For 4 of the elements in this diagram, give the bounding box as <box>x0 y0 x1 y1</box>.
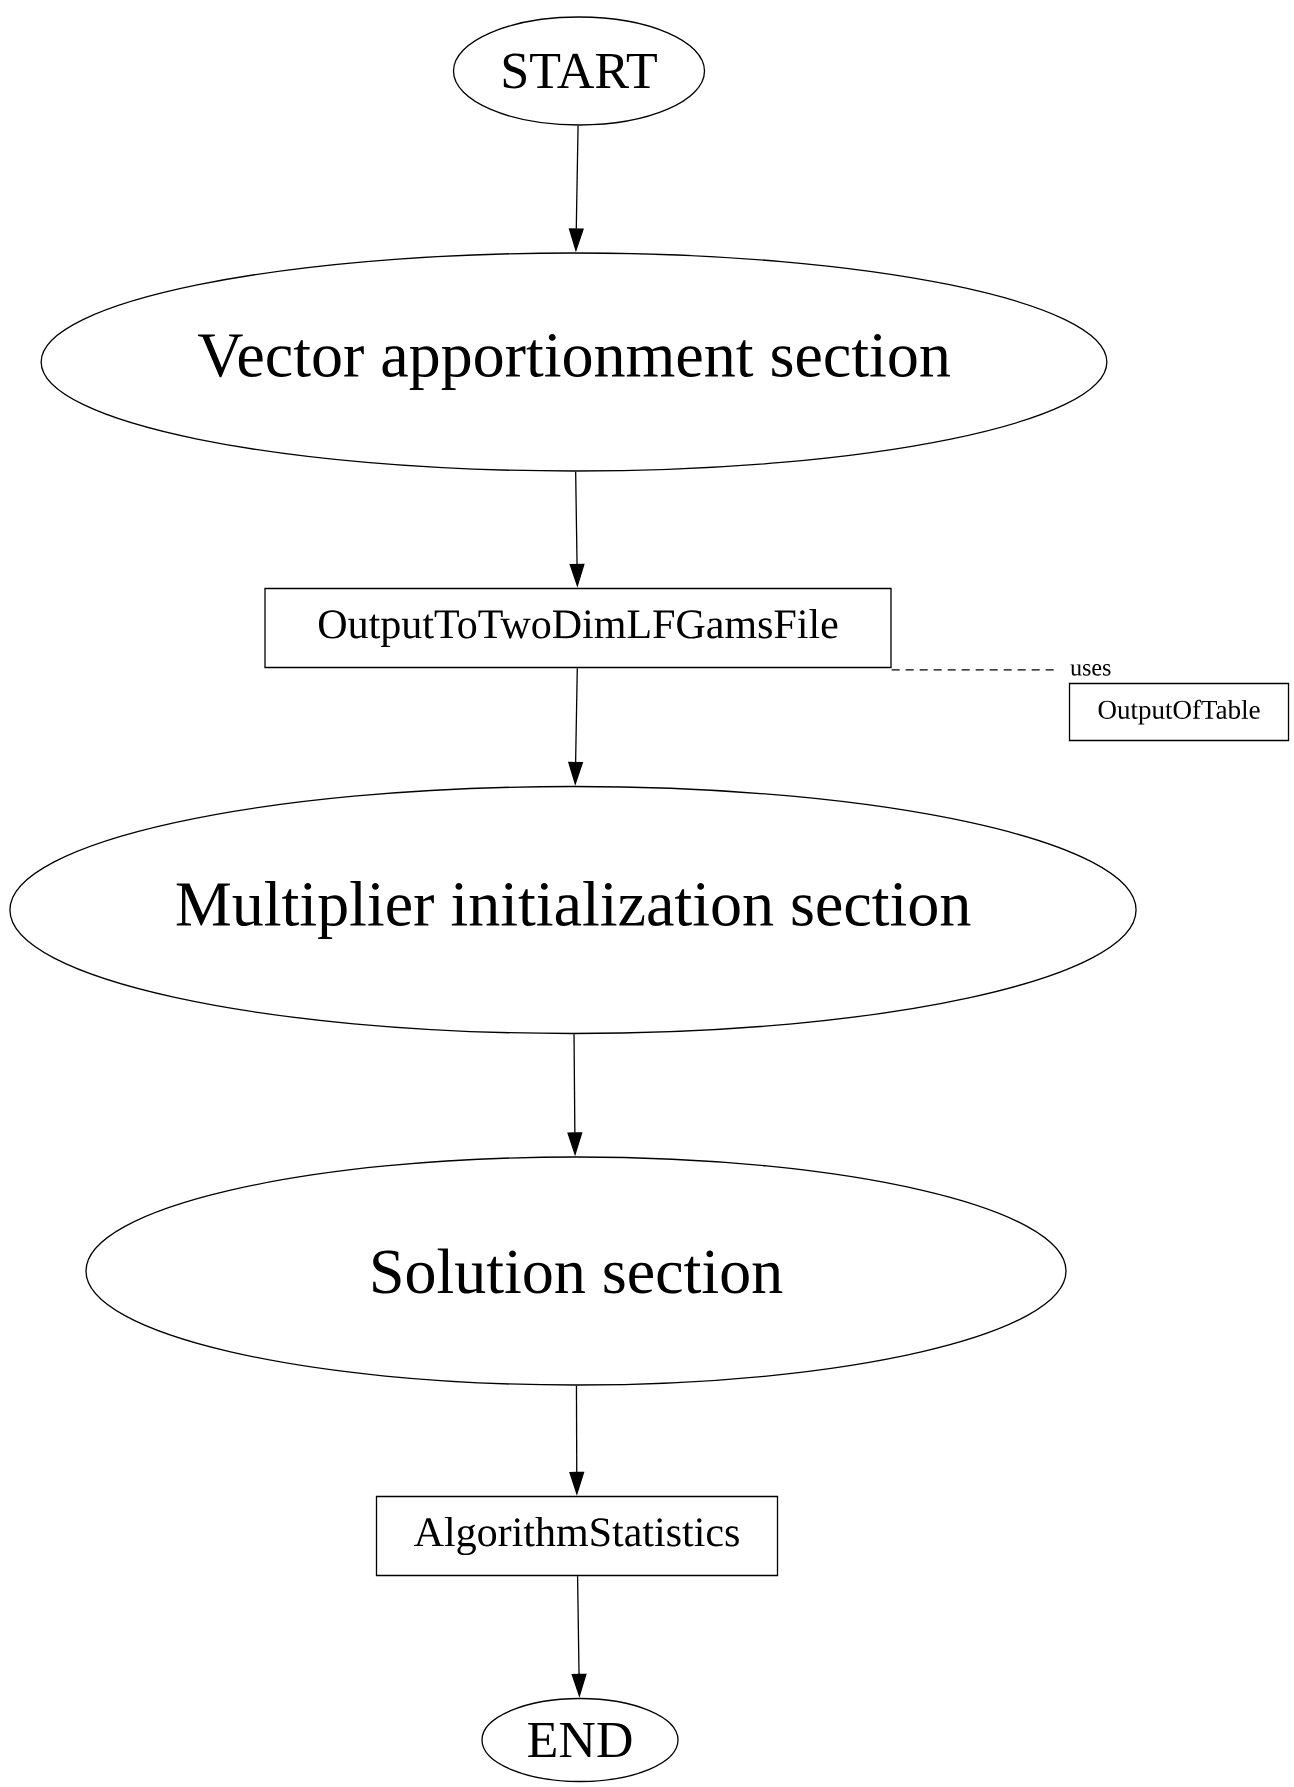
function-box: OutputToTwoDimLFGamsFile <box>264 587 892 669</box>
function-box: AlgorithmStatistics <box>375 1495 779 1577</box>
heading-label: uses <box>1070 664 1111 676</box>
function-box: OutputOfTable <box>1068 682 1290 742</box>
